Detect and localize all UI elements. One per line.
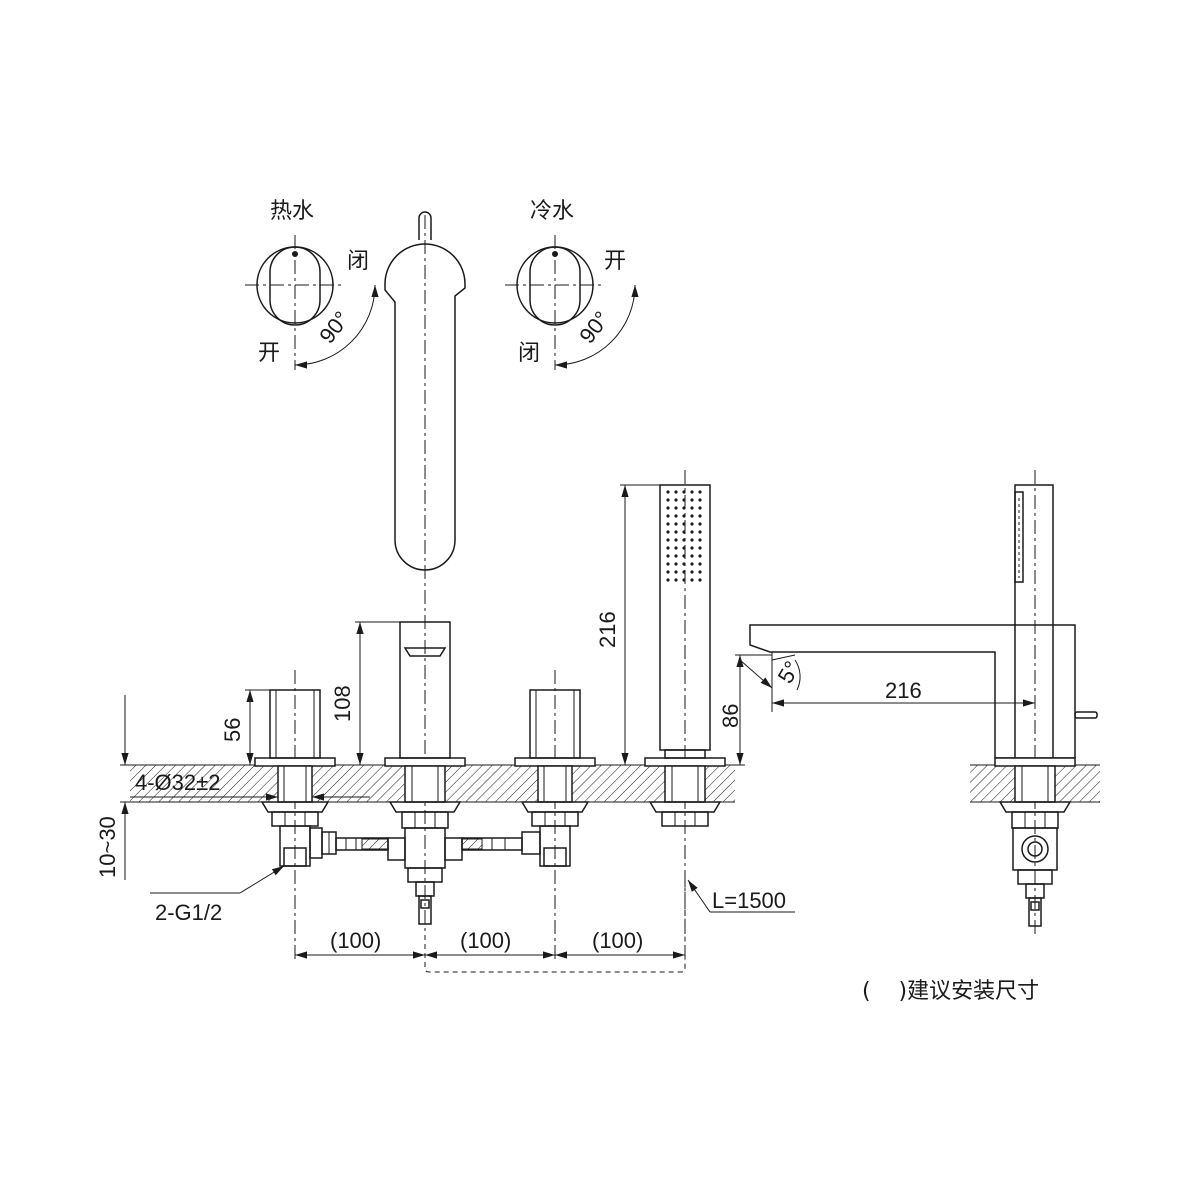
side-view <box>749 484 1098 927</box>
cold-water-handle-view <box>505 235 639 370</box>
hand-shower-front <box>644 484 726 827</box>
dim-hand-shower-height <box>620 484 660 765</box>
dim-spout-angle <box>771 654 801 691</box>
cold-handle-body <box>514 689 596 867</box>
spacing-label-1: (100) <box>330 928 381 953</box>
spout-height-label: 108 <box>330 685 355 722</box>
spout-reach-label: 216 <box>885 678 922 703</box>
deck-section <box>120 764 1100 803</box>
inlet-thread-label: 2-G1/2 <box>155 900 222 925</box>
hot-open-label: 开 <box>258 341 280 366</box>
dim-handle-height <box>245 689 270 765</box>
spout-top-view <box>384 211 466 760</box>
spout-angle-label: 5° <box>773 657 805 688</box>
spout-body <box>384 621 466 925</box>
dim-inlet-thread <box>150 865 285 894</box>
hot-water-handle-view <box>245 235 379 370</box>
hole-diameter-label: 4-Ø32±2 <box>135 770 220 795</box>
hot-water-label: 热水 <box>270 199 314 224</box>
cold-water-label: 冷水 <box>530 199 574 224</box>
deck-thickness-label: 10~30 <box>95 816 120 878</box>
hot-close-label: 闭 <box>347 249 369 274</box>
dim-spout-outlet-height <box>735 654 773 765</box>
spacing-label-2: (100) <box>460 928 511 953</box>
cold-close-label: 闭 <box>518 341 540 366</box>
spout-outlet-height-label: 86 <box>718 704 743 728</box>
dim-spacing <box>295 880 686 973</box>
spacing-label-3: (100) <box>592 928 643 953</box>
dim-spout-reach <box>771 652 1035 712</box>
dim-hose-length <box>687 879 795 913</box>
hand-shower-height-label: 216 <box>595 611 620 648</box>
cold-open-label: 开 <box>604 249 626 274</box>
recommended-install-note: ( )建议安装尺寸 <box>862 979 1039 1004</box>
hose-length-label: L=1500 <box>712 888 786 913</box>
dim-spout-height <box>355 621 400 765</box>
handle-height-label: 56 <box>220 718 245 742</box>
hot-handle-body <box>254 689 337 867</box>
braided-hoses <box>335 837 523 851</box>
